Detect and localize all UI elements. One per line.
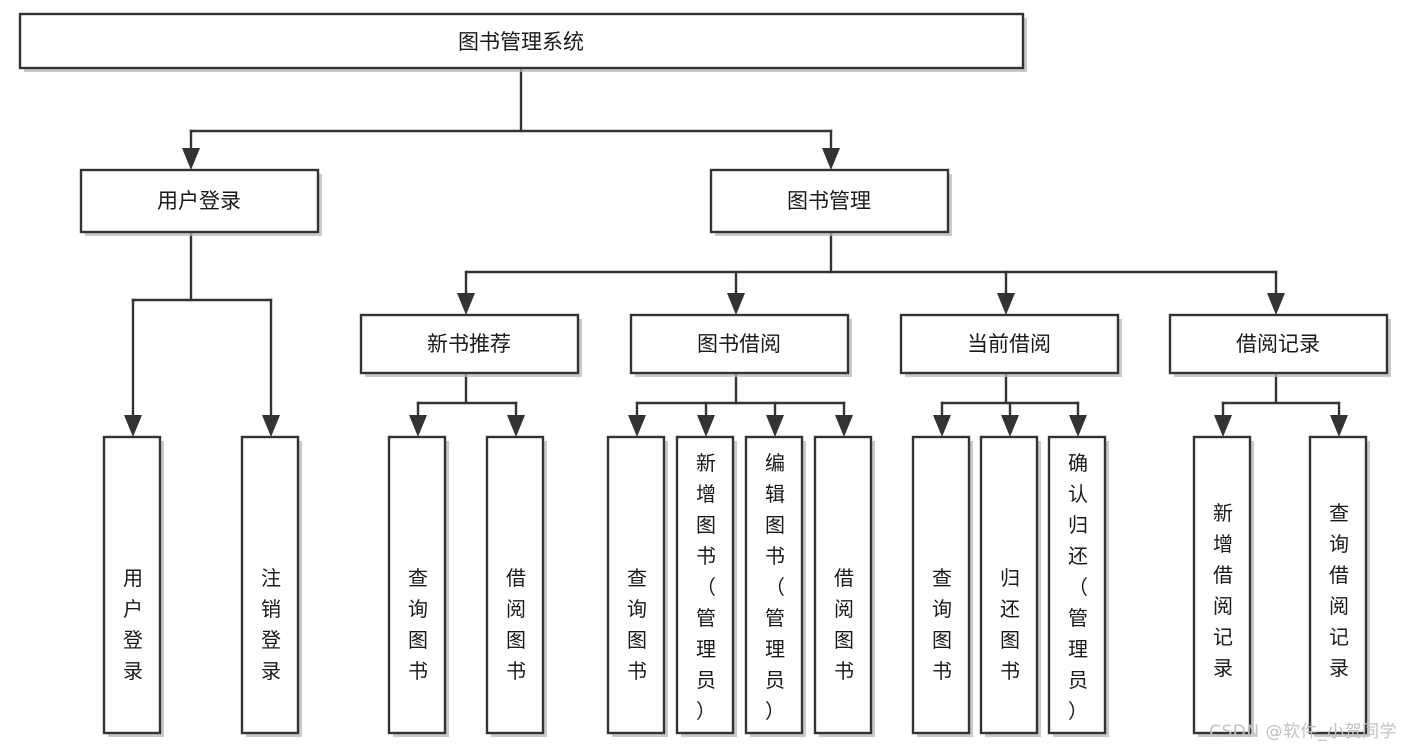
node-user-login-label: 用户登录 <box>157 189 241 213</box>
leaf-confirm-return-box <box>1047 435 1107 735</box>
arrow-to-user-login <box>182 148 200 170</box>
leaf-return-book-label: 归还图书 <box>1000 566 1020 683</box>
node-new-book-rec-box <box>359 313 580 375</box>
arrow-leaf-user-logout <box>262 415 280 437</box>
node-book-borrow-label: 图书借阅 <box>697 332 781 356</box>
leaf-confirm-return-label: 确认归还（管理员） <box>1068 451 1088 723</box>
leaf-confirm-return[interactable]: 确认归还（管理员） <box>1047 435 1109 737</box>
leaf-query-record-box <box>1308 435 1368 735</box>
leaf-borrow-book-2[interactable]: 借阅图书 <box>813 435 875 737</box>
arrow-to-current-borrow <box>997 293 1015 315</box>
arrow-leaf-add-record <box>1214 415 1232 437</box>
node-current-borrow-box <box>899 313 1120 375</box>
leaf-user-logout-box <box>240 435 300 735</box>
leaf-borrow-book-1[interactable]: 借阅图书 <box>485 435 547 737</box>
node-user-login[interactable]: 用户登录 <box>79 168 322 236</box>
leaf-query-book-2-box <box>606 435 666 735</box>
arrow-to-book-borrow <box>727 293 745 315</box>
arrow-leaf-query-book-2 <box>628 415 646 437</box>
leaf-add-record-label: 新增借阅记录 <box>1213 501 1233 680</box>
leaf-add-book-label: 新增图书（管理员） <box>696 451 716 723</box>
leaf-add-book-box <box>675 435 735 735</box>
leaf-query-book-3-box <box>911 435 971 735</box>
leaf-borrow-book-2-box <box>813 435 873 735</box>
arrow-to-borrow-record <box>1267 293 1285 315</box>
arrow-leaf-query-book-3 <box>933 415 951 437</box>
leaf-user-logout-label: 注销登录 <box>261 566 281 683</box>
leaf-return-book[interactable]: 归还图书 <box>979 435 1041 737</box>
node-book-borrow[interactable]: 图书借阅 <box>629 313 852 377</box>
leaf-user-login-box <box>102 435 162 735</box>
leaf-query-book-2-label: 查询图书 <box>627 566 647 683</box>
arrow-leaf-add-book <box>697 415 715 437</box>
arrow-leaf-query-book-1 <box>409 415 427 437</box>
node-root[interactable]: 图书管理系统 <box>18 12 1027 72</box>
arrow-leaf-borrow-book-2 <box>835 415 853 437</box>
arrow-to-book-manage <box>822 148 840 170</box>
leaf-edit-book-box <box>744 435 804 735</box>
leaf-query-book-1[interactable]: 查询图书 <box>387 435 449 737</box>
node-book-manage-label: 图书管理 <box>787 189 871 213</box>
leaf-user-login[interactable]: 用户登录 <box>102 435 164 737</box>
arrow-to-new-book-rec <box>457 293 475 315</box>
leaf-borrow-book-2-label: 借阅图书 <box>834 566 854 683</box>
node-borrow-record-label: 借阅记录 <box>1236 332 1320 356</box>
leaf-add-record-box <box>1192 435 1252 735</box>
leaf-add-book[interactable]: 新增图书（管理员） <box>675 435 737 737</box>
leaf-add-record[interactable]: 新增借阅记录 <box>1192 435 1254 737</box>
node-book-borrow-box <box>629 313 850 375</box>
node-book-manage-box <box>709 168 950 234</box>
node-root-box <box>18 12 1025 70</box>
node-new-book-rec-label: 新书推荐 <box>427 332 511 356</box>
leaf-query-book-3-label: 查询图书 <box>932 566 952 683</box>
node-current-borrow-label: 当前借阅 <box>967 332 1051 356</box>
arrow-leaf-user-login <box>124 415 142 437</box>
node-borrow-record[interactable]: 借阅记录 <box>1168 313 1391 377</box>
leaf-query-book-2[interactable]: 查询图书 <box>606 435 668 737</box>
node-new-book-rec[interactable]: 新书推荐 <box>359 313 582 377</box>
arrow-leaf-borrow-book-1 <box>507 415 525 437</box>
arrow-leaf-query-record <box>1330 415 1348 437</box>
leaf-borrow-book-1-label: 借阅图书 <box>506 566 526 683</box>
leaf-borrow-book-1-box <box>485 435 545 735</box>
arrow-leaf-return-book <box>1001 415 1019 437</box>
node-user-login-box <box>79 168 320 234</box>
leaf-query-book-3[interactable]: 查询图书 <box>911 435 973 737</box>
leaf-query-record[interactable]: 查询借阅记录 <box>1308 435 1370 737</box>
node-root-label: 图书管理系统 <box>458 30 584 54</box>
leaf-query-record-label: 查询借阅记录 <box>1329 501 1349 680</box>
leaf-edit-book[interactable]: 编辑图书（管理员） <box>744 435 806 737</box>
connector-layer <box>124 66 1348 437</box>
node-borrow-record-box <box>1168 313 1389 375</box>
leaf-edit-book-label: 编辑图书（管理员） <box>765 451 785 723</box>
arrow-leaf-edit-book <box>766 415 784 437</box>
leaf-user-logout[interactable]: 注销登录 <box>240 435 302 737</box>
csdn-watermark: CSDN @软件_小贺同学 <box>1209 722 1397 742</box>
leaf-query-book-1-label: 查询图书 <box>408 566 428 683</box>
node-current-borrow[interactable]: 当前借阅 <box>899 313 1122 377</box>
arrow-leaf-confirm-return <box>1069 415 1087 437</box>
node-book-manage[interactable]: 图书管理 <box>709 168 952 236</box>
leaf-return-book-box <box>979 435 1039 735</box>
leaf-user-login-label: 用户登录 <box>123 566 143 683</box>
leaf-query-book-1-box <box>387 435 447 735</box>
